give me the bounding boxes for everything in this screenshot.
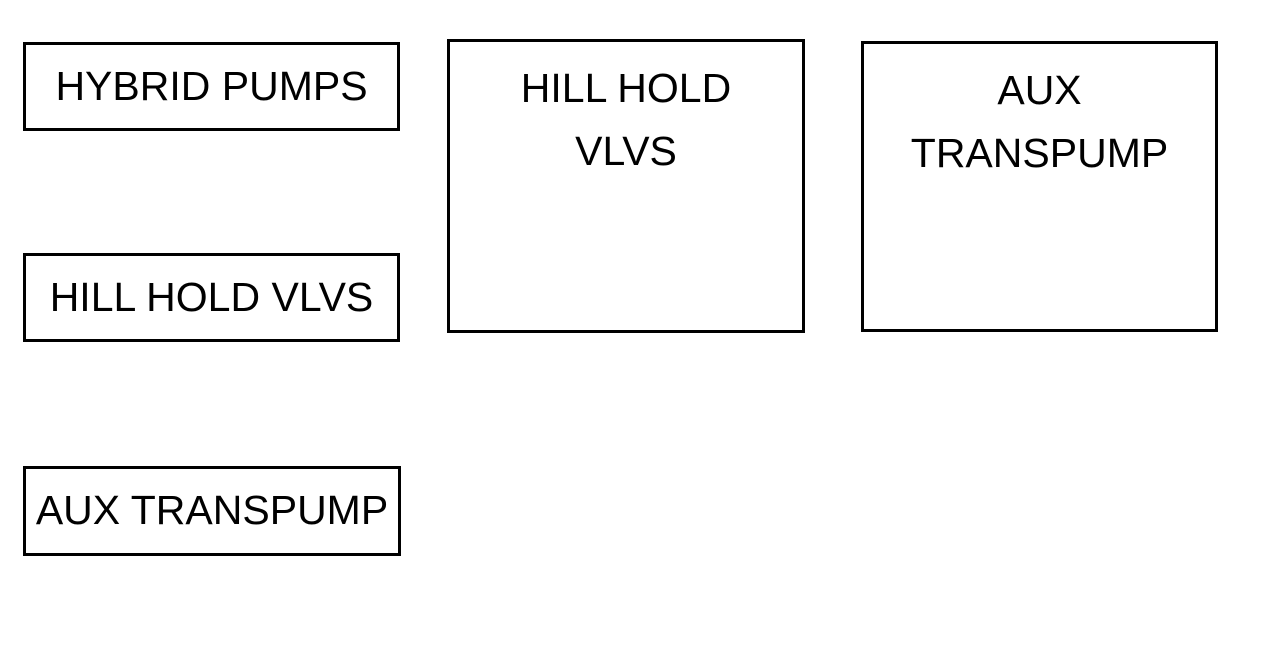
hybrid-pumps-label: HYBRID PUMPS bbox=[55, 62, 368, 109]
hill-hold-vlvs-block-line1: HILL HOLD bbox=[520, 65, 732, 111]
aux-transpump-label-box: AUX TRANSPUMP bbox=[23, 466, 401, 556]
aux-transpump-block-line2: TRANSPUMP bbox=[910, 130, 1169, 176]
hill-hold-vlvs-label: HILL HOLD VLVS bbox=[49, 273, 374, 320]
hill-hold-vlvs-block: HILL HOLD VLVS bbox=[447, 39, 805, 333]
hill-hold-vlvs-block-line2: VLVS bbox=[575, 128, 677, 174]
hybrid-pumps-label-box: HYBRID PUMPS bbox=[23, 42, 400, 131]
aux-transpump-label: AUX TRANSPUMP bbox=[35, 487, 389, 534]
aux-transpump-block: AUX TRANSPUMP bbox=[861, 41, 1218, 332]
aux-transpump-block-line1: AUX bbox=[997, 67, 1082, 113]
hill-hold-vlvs-label-box: HILL HOLD VLVS bbox=[23, 253, 400, 342]
